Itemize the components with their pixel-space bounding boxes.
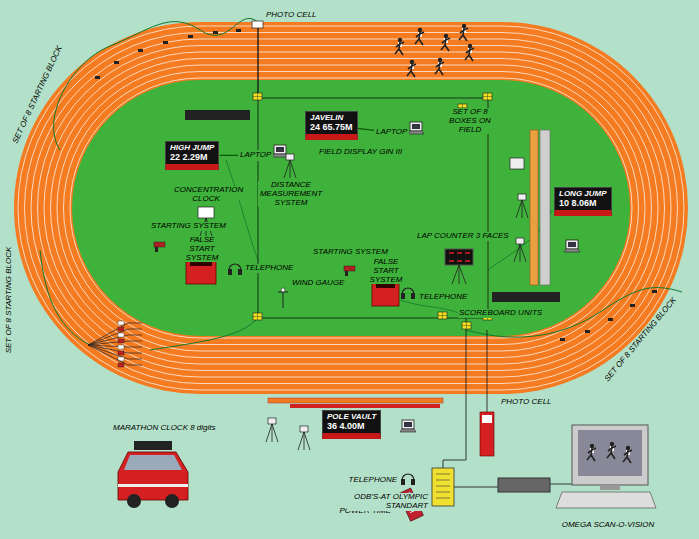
annotation-label: FALSE START SYSTEM xyxy=(176,236,228,262)
starting-block xyxy=(95,76,100,79)
annotation-label: ODB'S-AT OLYMPIC STANDART xyxy=(347,493,429,511)
laptop-box: LAPTOP xyxy=(374,127,409,138)
annotation-label: WIND GAUGE xyxy=(291,279,345,288)
starting-block xyxy=(213,31,218,34)
annotation-label: SET OF 8 STARTING BLOCK xyxy=(603,296,680,385)
starting-block xyxy=(118,363,124,367)
lane-line xyxy=(51,59,652,358)
node-value: 36 4.00M xyxy=(327,421,376,431)
result-display-board: JAVELIN24 65.75M xyxy=(305,111,358,140)
annotation-label: STARTING SYSTEM xyxy=(312,248,389,257)
starting-block xyxy=(236,29,241,32)
node-value: 10 8.06M xyxy=(559,198,607,208)
starting-block xyxy=(652,290,657,293)
starting-block-wire xyxy=(88,345,142,365)
node-title: HIGH JUMP xyxy=(170,143,214,152)
starting-block xyxy=(118,333,124,337)
starting-block-wire xyxy=(88,345,142,359)
node-title: LAPTOP xyxy=(376,128,407,137)
annotation-label: MARATHON CLOCK 8 digits xyxy=(112,424,217,433)
lane-line xyxy=(25,33,678,384)
starting-block xyxy=(560,338,565,341)
result-display-board: LONG JUMP10 8.06M xyxy=(554,187,612,216)
starting-block xyxy=(114,61,119,64)
laptop-box: LAPTOP xyxy=(238,150,273,161)
lane-line xyxy=(70,78,632,338)
starting-block xyxy=(188,35,193,38)
annotation-label: DISTANCE MEASUREMENT SYSTEM xyxy=(258,181,324,207)
result-display-board: HIGH JUMP22 2.29M xyxy=(165,141,219,170)
lane-line xyxy=(57,65,645,351)
annotation-label: PHOTO CELL xyxy=(265,11,318,20)
annotation-label: SET OF 8 STARTING BLOCK xyxy=(11,44,65,146)
annotation-label: SET OF 8 BOXES ON FIELD xyxy=(437,108,503,134)
starting-block xyxy=(118,351,124,355)
node-value: 24 65.75M xyxy=(310,122,353,132)
result-display-board: POLE VAULT36 4.00M xyxy=(322,410,381,439)
starting-block-wire xyxy=(88,329,142,345)
annotation-label: FIELD DISPLAY GIN III xyxy=(318,148,403,157)
lane-line xyxy=(64,72,639,345)
starting-block xyxy=(608,318,613,321)
lane-line xyxy=(31,39,671,377)
annotation-label: TELEPHONE xyxy=(418,293,468,302)
data-cable xyxy=(219,155,238,156)
annotation-label: TELEPHONE xyxy=(348,476,398,485)
lane-line xyxy=(18,26,684,390)
data-cable xyxy=(358,128,374,130)
annotation-label: CONCENTRATION CLOCK xyxy=(173,186,239,204)
starting-block-wire xyxy=(88,341,142,345)
annotation-label: SET OF 8 STARTING BLOCK xyxy=(5,246,14,355)
starting-block xyxy=(163,41,168,44)
starting-block xyxy=(585,330,590,333)
annotation-label: STARTING SYSTEM xyxy=(150,222,227,231)
starting-block xyxy=(118,339,124,343)
lane-line xyxy=(44,52,658,364)
annotation-label: TELEPHONE xyxy=(244,264,294,273)
annotation-label: LAP COUNTER 3 FACES xyxy=(416,232,510,241)
node-value: 22 2.29M xyxy=(170,152,214,162)
starting-block xyxy=(118,327,124,331)
node-title: LONG JUMP xyxy=(559,189,607,198)
annotation-label: PHOTO CELL xyxy=(500,398,553,407)
starting-block-wire xyxy=(88,335,142,345)
starting-block-wire xyxy=(88,323,142,345)
node-title: LAPTOP xyxy=(240,151,271,160)
starting-block xyxy=(118,345,124,349)
annotation-label: FALSE START SYSTEM xyxy=(360,258,412,284)
annotation-label: OMEGA SCAN-O-VISION xyxy=(561,521,656,530)
starting-block xyxy=(118,321,124,325)
annotation-label: SCOREBOARD UNITS xyxy=(458,309,543,318)
node-title: JAVELIN xyxy=(310,113,353,122)
starting-block xyxy=(630,304,635,307)
lane-line xyxy=(38,46,665,371)
starting-block xyxy=(138,49,143,52)
node-title: POLE VAULT xyxy=(327,412,376,421)
